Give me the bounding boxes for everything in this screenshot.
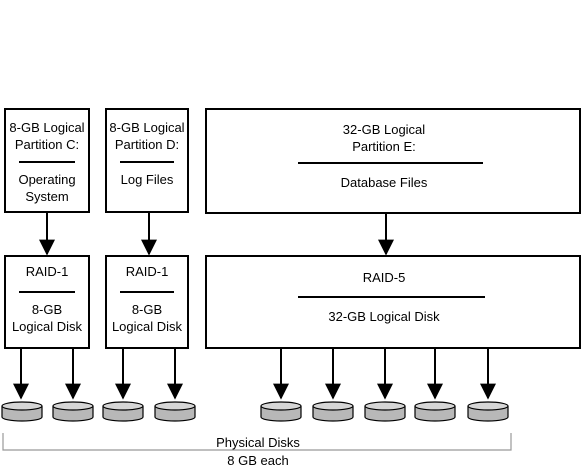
physical-disk-3 xyxy=(102,401,144,422)
physical-disks-caption-line2: 8 GB each xyxy=(227,453,288,468)
partition-d-content-line1: Log Files xyxy=(121,172,174,187)
raid5-content-line1: 32-GB Logical Disk xyxy=(328,309,440,324)
partition-d-title-line2: Partition D: xyxy=(115,137,179,152)
physical-disk-1 xyxy=(1,401,43,422)
raid1-b-content-line1: 8-GB xyxy=(132,302,162,317)
partition-c-title-line1: 8-GB Logical xyxy=(9,120,84,135)
partition-c-box: 8-GB Logical Partition C: Operating Syst… xyxy=(4,108,90,213)
raid1-a-content-line2: Logical Disk xyxy=(12,319,83,334)
partition-e-title-line1: 32-GB Logical xyxy=(343,122,425,137)
partition-c-content-line1: Operating xyxy=(18,172,75,187)
partition-e-content-line1: Database Files xyxy=(341,175,428,190)
physical-disk-4 xyxy=(154,401,196,422)
partition-c-title-line2: Partition C: xyxy=(15,137,79,152)
raid1-b-content-line2: Logical Disk xyxy=(112,319,183,334)
partition-d-title-line1: 8-GB Logical xyxy=(109,120,184,135)
physical-disks-bracket xyxy=(2,433,512,451)
raid1-b-box: RAID-1 8-GB Logical Disk xyxy=(105,255,189,349)
partition-c-content-line2: System xyxy=(25,189,68,204)
physical-disk-2 xyxy=(52,401,94,422)
raid1-a-box: RAID-1 8-GB Logical Disk xyxy=(4,255,90,349)
physical-disk-9 xyxy=(467,401,509,422)
physical-disk-7 xyxy=(364,401,406,422)
physical-disk-8 xyxy=(414,401,456,422)
physical-disk-6 xyxy=(312,401,354,422)
partition-e-box: 32-GB Logical Partition E: Database File… xyxy=(205,108,581,214)
partition-e-title-line2: Partition E: xyxy=(352,139,416,154)
physical-disk-5 xyxy=(260,401,302,422)
raid1-a-content-line1: 8-GB xyxy=(32,302,62,317)
raid5-box: RAID-5 32-GB Logical Disk xyxy=(205,255,581,349)
physical-disks-caption-line1: Physical Disks xyxy=(216,435,300,450)
raid5-label: RAID-5 xyxy=(363,270,406,285)
partition-d-box: 8-GB Logical Partition D: Log Files xyxy=(105,108,189,213)
raid1-a-label: RAID-1 xyxy=(26,264,69,279)
raid1-b-label: RAID-1 xyxy=(126,264,169,279)
